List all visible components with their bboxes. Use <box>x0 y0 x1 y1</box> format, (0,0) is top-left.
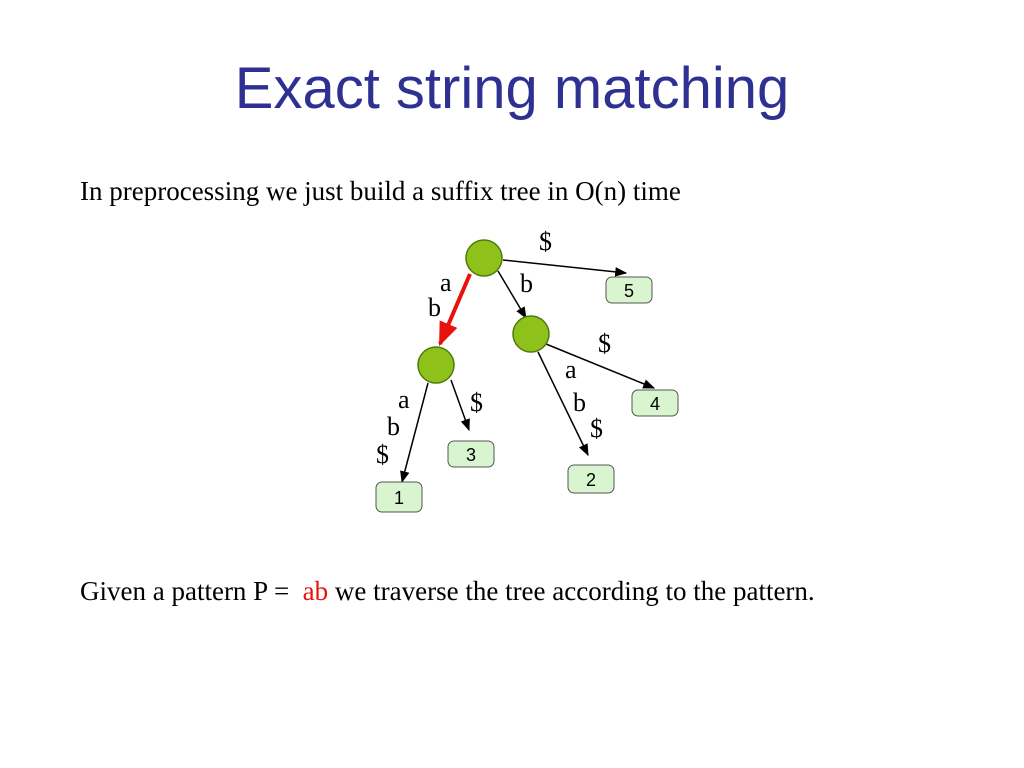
leaf-5-label: 5 <box>624 281 634 301</box>
leaf-3: 3 <box>447 440 495 468</box>
leaf-4-label: 4 <box>650 394 660 414</box>
label-a-to-leaf1-1: a <box>398 385 410 414</box>
edge-root-to-a-node-highlighted <box>438 273 472 347</box>
leaf-3-label: 3 <box>466 445 476 465</box>
pattern-suffix: we traverse the tree according to the pa… <box>334 576 815 606</box>
edge-root-to-b-node <box>497 270 527 320</box>
label-a-to-leaf3: $ <box>470 388 483 417</box>
label-b-to-leaf2-3: $ <box>590 414 603 443</box>
label-a-to-leaf1-3: $ <box>376 440 389 469</box>
label-root-to-b: b <box>520 269 533 298</box>
leaf-1-label: 1 <box>394 488 404 508</box>
edge-a-node-to-leaf1 <box>400 382 429 484</box>
root-node <box>465 239 503 277</box>
pattern-value: ab <box>302 576 329 606</box>
leaf-4: 4 <box>631 389 679 417</box>
leaf-2: 2 <box>567 464 615 494</box>
label-b-to-leaf4: $ <box>598 329 611 358</box>
label-root-to-leaf5: $ <box>539 227 552 256</box>
edge-b-node-to-leaf2 <box>537 351 589 457</box>
leaf-1: 1 <box>375 481 423 513</box>
b-node <box>512 315 550 353</box>
leaf-2-label: 2 <box>586 470 596 490</box>
pattern-text: Given a pattern P = ab we traverse the t… <box>80 572 960 610</box>
slide-title: Exact string matching <box>234 56 790 121</box>
edge-root-to-leaf5 <box>502 259 628 277</box>
leaf-5: 5 <box>605 276 653 304</box>
label-root-to-a-2: b <box>428 293 441 322</box>
edge-b-node-to-leaf4 <box>545 343 656 389</box>
label-root-to-a-1: a <box>440 268 452 297</box>
label-a-to-leaf1-2: b <box>387 412 400 441</box>
edge-a-node-to-leaf3 <box>450 379 470 432</box>
intro-text: In preprocessing we just build a suffix … <box>80 176 681 206</box>
label-b-to-leaf2-2: b <box>573 388 586 417</box>
pattern-prefix: Given a pattern P = <box>80 576 290 606</box>
label-b-to-leaf2-1: a <box>565 355 577 384</box>
a-node <box>417 346 455 384</box>
